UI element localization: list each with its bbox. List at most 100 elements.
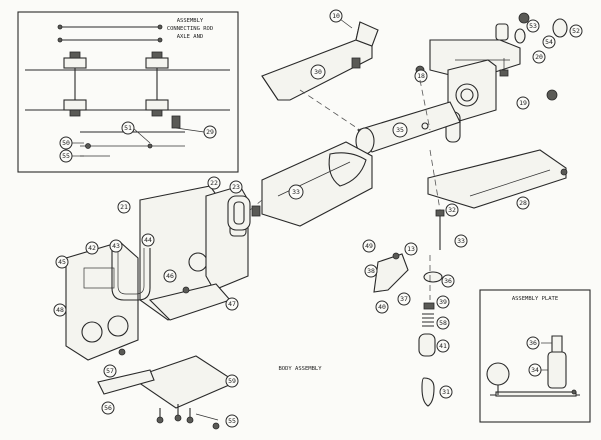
svg-text:36: 36 [529,339,537,347]
svg-text:57: 57 [106,367,114,375]
callout-50: 50 [59,136,73,150]
svg-text:42: 42 [88,244,96,252]
callout-52: 52 [569,24,583,38]
callout-inset-36: 36 [526,336,540,350]
svg-text:38: 38 [367,267,375,275]
svg-text:44: 44 [144,236,152,244]
callout-37: 37 [397,292,411,306]
callout-28: 28 [516,196,530,210]
svg-text:58: 58 [439,319,447,327]
callout-20: 20 [532,50,546,64]
cab-front-plate [65,241,139,361]
callout-38: 38 [364,264,378,278]
callout-53: 53 [526,19,540,33]
boiler-cylinder-35: 35 [355,101,461,155]
svg-text:46: 46 [166,272,174,280]
svg-text:40: 40 [378,303,386,311]
svg-text:54: 54 [545,38,553,46]
lamp-base [547,351,567,389]
callout-39: 39 [436,295,450,309]
svg-text:49: 49 [365,242,373,250]
body-assembly-caption: BODY ASSEMBLY [278,366,322,372]
inset-plate-assembly: ASSEMBLY PLATE 36 34 [479,289,591,423]
coupler-bracket: 49 13 38 37 40 [362,239,418,314]
roof-panel-30: 10 30 [261,9,379,101]
svg-text:31: 31 [442,388,450,396]
cab-block: 18 19 [414,59,558,143]
svg-text:55: 55 [62,152,70,160]
inset-caption-line-2: CONNECTING ROD [167,26,213,32]
svg-text:13: 13 [407,245,415,253]
svg-text:56: 56 [104,404,112,412]
callout-44: 44 [141,233,155,247]
callout-47: 47 [225,297,239,311]
callout-36: 36 [441,274,455,288]
wheelset-left [63,51,87,117]
svg-text:22: 22 [210,179,218,187]
svg-text:18: 18 [417,72,425,80]
callout-21: 21 [117,200,131,214]
headlamp-lens [552,18,568,38]
svg-text:30: 30 [314,68,322,76]
svg-text:47: 47 [228,300,236,308]
svg-text:51: 51 [124,124,132,132]
svg-text:59: 59 [228,377,236,385]
callout-55: 55 [59,149,73,163]
wheelset-right [145,51,169,117]
svg-text:37: 37 [400,295,408,303]
svg-text:21: 21 [120,203,128,211]
plunger-column: 58 39 41 31 [418,295,453,407]
callout-32: 32 [445,203,459,217]
callout-55: 55 [225,414,239,428]
svg-text:41: 41 [439,342,447,350]
svg-text:33: 33 [292,188,300,196]
callout-58: 58 [436,316,450,330]
callout-54: 54 [542,35,556,49]
svg-text:39: 39 [439,298,447,306]
svg-text:36: 36 [444,277,452,285]
svg-text:19: 19 [519,99,527,107]
svg-text:10: 10 [332,12,340,20]
callout-13: 13 [404,242,418,256]
svg-text:45: 45 [58,258,66,266]
callout-33b: 33 [454,234,468,248]
lamp-globe [486,362,510,386]
svg-text:32: 32 [448,206,456,214]
svg-text:29: 29 [206,128,214,136]
svg-text:53: 53 [529,22,537,30]
callout-10: 10 [329,9,343,23]
callout-40: 40 [375,300,389,314]
callout-35: 35 [392,122,408,138]
svg-text:28: 28 [519,199,527,207]
svg-text:50: 50 [62,139,70,147]
lamp-parts: 53 52 54 [495,12,583,77]
body-assembly: 21 22 23 42 43 44 45 46 47 48 57 56 59 5… [53,176,261,430]
svg-text:35: 35 [396,126,404,134]
callout-41: 41 [436,339,450,353]
svg-text:52: 52 [572,27,580,35]
screw-stack: 32 33 36 [423,203,468,288]
svg-text:55: 55 [228,417,236,425]
callout-42: 42 [85,241,99,255]
callout-18: 18 [414,69,428,83]
inset-plate-frame [479,289,591,423]
callout-43: 43 [109,239,123,253]
callout-51: 51 [121,121,135,135]
inset-frame [17,11,239,173]
running-board-28: 28 [427,149,568,210]
svg-text:34: 34 [531,366,539,374]
svg-text:33: 33 [457,237,465,245]
callout-45: 45 [55,255,69,269]
inset-caption-line-1: ASSEMBLY [177,18,204,24]
lamp-screw [518,12,530,24]
callout-29: 29 [203,125,217,139]
callout-33: 33 [288,184,304,200]
inset-axle-assembly: ASSEMBLY CONNECTING ROD AXLE AND [17,11,239,173]
callout-57: 57 [103,364,117,378]
inset-caption-line-3: AXLE AND [177,34,204,40]
callout-30: 30 [310,64,326,80]
callout-inset-34: 34 [528,363,542,377]
callout-49: 49 [362,239,376,253]
